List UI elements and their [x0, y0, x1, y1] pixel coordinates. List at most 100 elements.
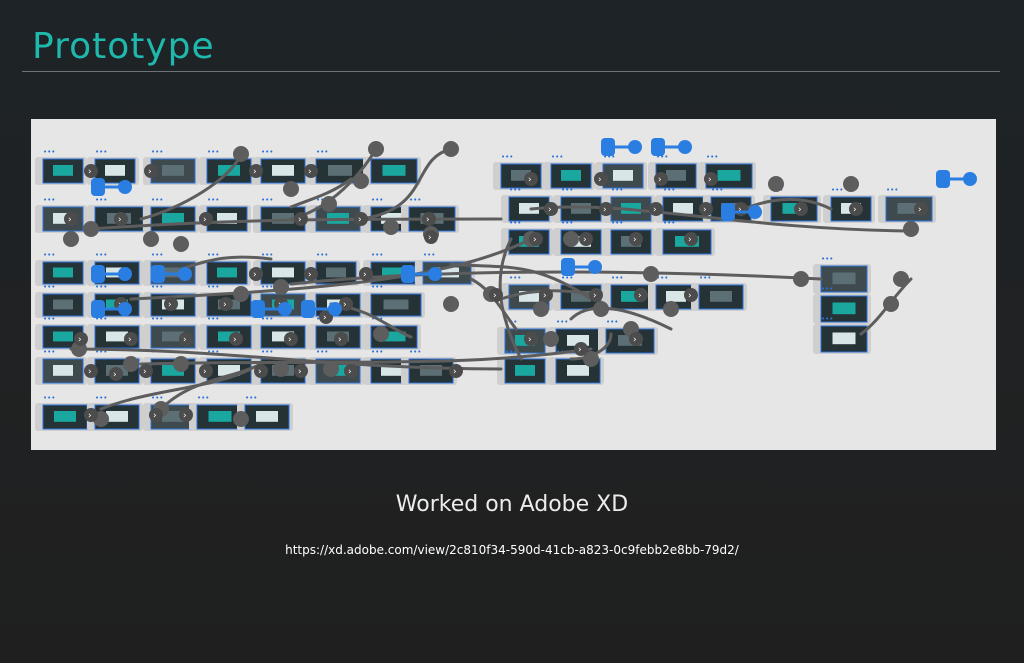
artboard-content: [162, 213, 184, 224]
artboard-content: [519, 203, 539, 214]
flow-start-marker: [561, 258, 575, 276]
artboard-menu-dots: •••: [886, 186, 898, 194]
nav-arrow-badge: [424, 230, 438, 244]
interaction-node: [273, 279, 289, 295]
chevron-icon: ›: [533, 235, 537, 245]
chevron-icon: ›: [78, 335, 82, 345]
flow-start-dot: [963, 172, 977, 186]
artboard-content: [567, 365, 589, 376]
nav-arrow-badge: [422, 212, 436, 226]
flow-start-dot: [628, 140, 642, 154]
interaction-node: [323, 361, 339, 377]
artboard-content: [217, 267, 237, 278]
chevron-icon: ›: [658, 175, 662, 185]
artboard-content: [105, 165, 125, 176]
nav-arrow-badge: [449, 364, 463, 378]
prototype-wire: [139, 347, 593, 366]
artboard-menu-dots: •••: [551, 153, 563, 161]
prototype-wire: [139, 152, 243, 221]
nav-arrow-badge: [544, 202, 558, 216]
nav-arrow-badge: [794, 202, 808, 216]
flow-start-marker: [91, 178, 105, 196]
flow-start-dot: [118, 180, 132, 194]
chevron-icon: ›: [203, 367, 207, 377]
flow-start-marker: [91, 265, 105, 283]
interaction-node: [63, 231, 79, 247]
chevron-icon: ›: [308, 167, 312, 177]
chevron-icon: ›: [88, 167, 92, 177]
artboard-menu-dots: •••: [316, 148, 328, 156]
page-title: Prototype: [32, 26, 215, 67]
artboard-content: [53, 331, 73, 342]
nav-arrow-badge: [849, 202, 863, 216]
artboard-menu-dots: •••: [501, 153, 513, 161]
artboard-menu-dots: •••: [151, 283, 163, 291]
artboard-content: [53, 213, 73, 224]
artboard-menu-dots: •••: [821, 285, 833, 293]
artboard-content: [54, 411, 76, 422]
chevron-icon: ›: [68, 215, 72, 225]
artboard-content: [272, 331, 294, 342]
interaction-node: [583, 351, 599, 367]
artboard-content: [519, 291, 539, 302]
nav-arrow-badge: [199, 212, 213, 226]
artboard-menu-dots: •••: [95, 283, 107, 291]
artboard-menu-dots: •••: [663, 186, 675, 194]
artboard-menu-dots: •••: [151, 148, 163, 156]
chevron-icon: ›: [153, 411, 157, 421]
nav-arrow-badge: [304, 164, 318, 178]
flow-start-marker: [936, 170, 950, 188]
interaction-node: [533, 301, 549, 317]
artboard-menu-dots: •••: [95, 196, 107, 204]
artboard-thumbnail: [830, 196, 872, 222]
nav-arrow-badge: [284, 332, 298, 346]
artboard-menu-dots: •••: [371, 196, 383, 204]
chevron-icon: ›: [88, 411, 92, 421]
nav-arrow-badge: [219, 297, 233, 311]
interaction-node: [321, 196, 337, 212]
artboard-menu-dots: •••: [245, 394, 257, 402]
prototype-wire: [449, 262, 593, 301]
flow-start-dot: [428, 267, 442, 281]
chevron-icon: ›: [183, 335, 187, 345]
artboard-content: [832, 332, 856, 345]
nav-arrow-badge: [704, 172, 718, 186]
chevron-icon: ›: [633, 235, 637, 245]
chevron-icon: ›: [688, 291, 692, 301]
artboard-menu-dots: •••: [656, 153, 668, 161]
artboard-menu-dots: •••: [261, 196, 273, 204]
interaction-node: [233, 286, 249, 302]
artboard-content: [208, 411, 232, 422]
artboard-content: [420, 365, 442, 376]
artboard-menu-dots: •••: [561, 274, 573, 282]
artboard-content: [382, 165, 406, 176]
chevron-icon: ›: [528, 175, 532, 185]
chevron-icon: ›: [323, 313, 327, 323]
flow-start-dot: [118, 302, 132, 316]
chevron-icon: ›: [688, 235, 692, 245]
artboard-content: [218, 331, 240, 342]
artboard-content: [381, 365, 401, 376]
prototype-wire: [99, 367, 253, 411]
chevron-icon: ›: [118, 215, 122, 225]
artboard-menu-dots: •••: [151, 315, 163, 323]
nav-arrow-badge: [599, 202, 613, 216]
xd-prototype-link[interactable]: https://xd.adobe.com/view/2c810f34-590d-…: [285, 543, 739, 557]
interaction-node: [83, 221, 99, 237]
interaction-node: [893, 271, 909, 287]
artboard-menu-dots: •••: [207, 148, 219, 156]
artboard-menu-dots: •••: [43, 251, 55, 259]
chevron-icon: ›: [428, 233, 432, 243]
flow-start-dot: [328, 302, 342, 316]
artboard-content: [162, 365, 184, 376]
chevron-icon: ›: [338, 335, 342, 345]
interaction-node: [643, 266, 659, 282]
chevron-icon: ›: [583, 235, 587, 245]
artboard-menu-dots: •••: [261, 315, 273, 323]
nav-arrow-badge: [139, 364, 153, 378]
interaction-node: [563, 231, 579, 247]
artboard-menu-dots: •••: [95, 315, 107, 323]
chevron-icon: ›: [143, 367, 147, 377]
chevron-icon: ›: [298, 367, 302, 377]
nav-arrow-badge: [524, 172, 538, 186]
